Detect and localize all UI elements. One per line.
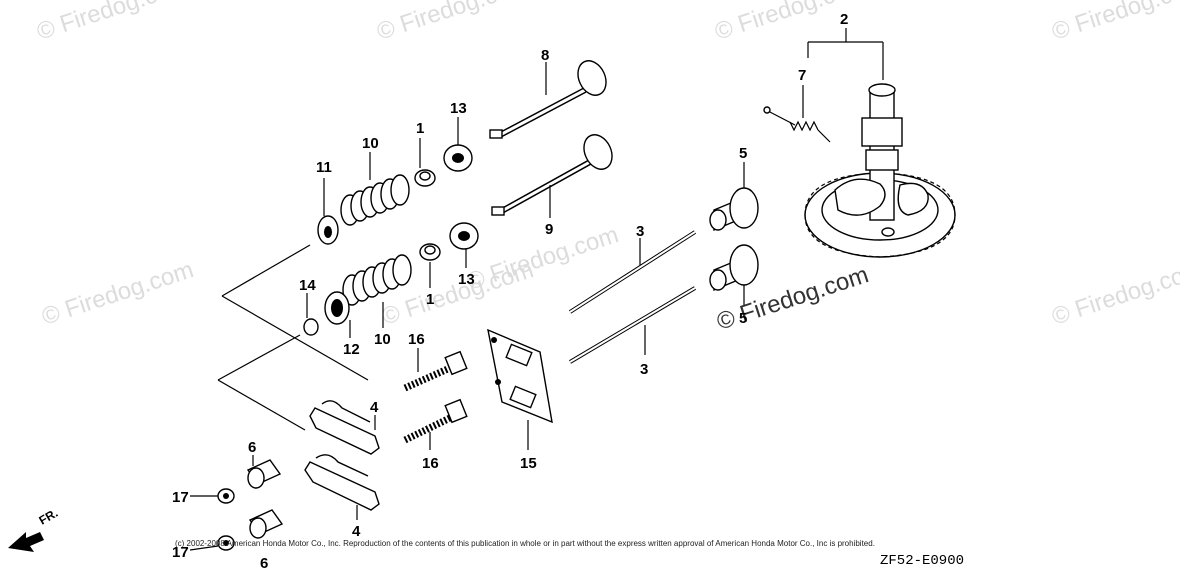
copyright-notice: (c) 2002-2008 American Honda Motor Co., … (175, 539, 875, 548)
decompressor-spring (763, 85, 831, 143)
spring-seats (217, 178, 369, 431)
diagram-code: ZF52-E0900 (880, 553, 964, 569)
callout-labels: 2 7 8 9 5 5 3 3 13 13 1 1 10 10 11 14 12… (172, 11, 848, 572)
callout-13-lower: 13 (458, 271, 475, 288)
callout-10-upper: 10 (362, 135, 379, 152)
callout-17-lower: 17 (172, 544, 189, 561)
push-rods (568, 230, 697, 364)
callout-1-lower: 1 (426, 291, 434, 308)
callout-15: 15 (520, 455, 537, 472)
callout-1-upper: 1 (416, 120, 424, 137)
callout-16-upper: 16 (408, 331, 425, 348)
watermark: © Firedog.com (39, 256, 197, 330)
push-rod-guide-plate (487, 328, 553, 450)
front-label: FR. (37, 506, 61, 528)
callout-5-upper: 5 (739, 145, 747, 162)
callout-3-upper: 3 (636, 223, 644, 240)
watermark: © Firedog.com (464, 221, 622, 295)
watermark: © Firedog.com (34, 0, 192, 46)
valve-lifter-upper (709, 162, 759, 232)
callout-17-upper: 17 (172, 489, 189, 506)
callout-2: 2 (840, 11, 848, 28)
callout-13-upper: 13 (450, 100, 467, 117)
callout-6-lower: 6 (260, 555, 268, 572)
callout-3-lower: 3 (640, 361, 648, 378)
camshaft-assembly (804, 83, 956, 258)
watermark: © Firedog.com (1049, 256, 1180, 330)
pivot-bolts (403, 348, 468, 450)
pivot-and-nuts (217, 455, 284, 551)
callout-4-lower: 4 (352, 523, 361, 540)
callout-6-upper: 6 (248, 439, 256, 456)
callout-9: 9 (545, 221, 553, 238)
front-direction-arrow: FR. (8, 506, 60, 552)
callout-14: 14 (299, 277, 316, 294)
callout-7: 7 (798, 67, 806, 84)
callout-4-upper: 4 (370, 399, 379, 416)
callout-12: 12 (343, 341, 360, 358)
callout-bracket-2 (807, 28, 884, 80)
valve-springs (340, 152, 412, 328)
callout-11: 11 (316, 159, 332, 176)
callout-16-lower: 16 (422, 455, 439, 472)
watermark: © Firedog.com (374, 0, 532, 46)
callout-10-lower: 10 (374, 331, 391, 348)
valve-exhaust (489, 60, 607, 139)
watermark: © Firedog.com (1049, 0, 1180, 46)
valve-intake (491, 134, 613, 218)
valve-lifter-lower (709, 244, 759, 305)
callout-8: 8 (541, 47, 549, 64)
callout-5-lower: 5 (739, 310, 747, 327)
rocker-arms (304, 400, 380, 520)
valve-retainers (414, 117, 479, 288)
